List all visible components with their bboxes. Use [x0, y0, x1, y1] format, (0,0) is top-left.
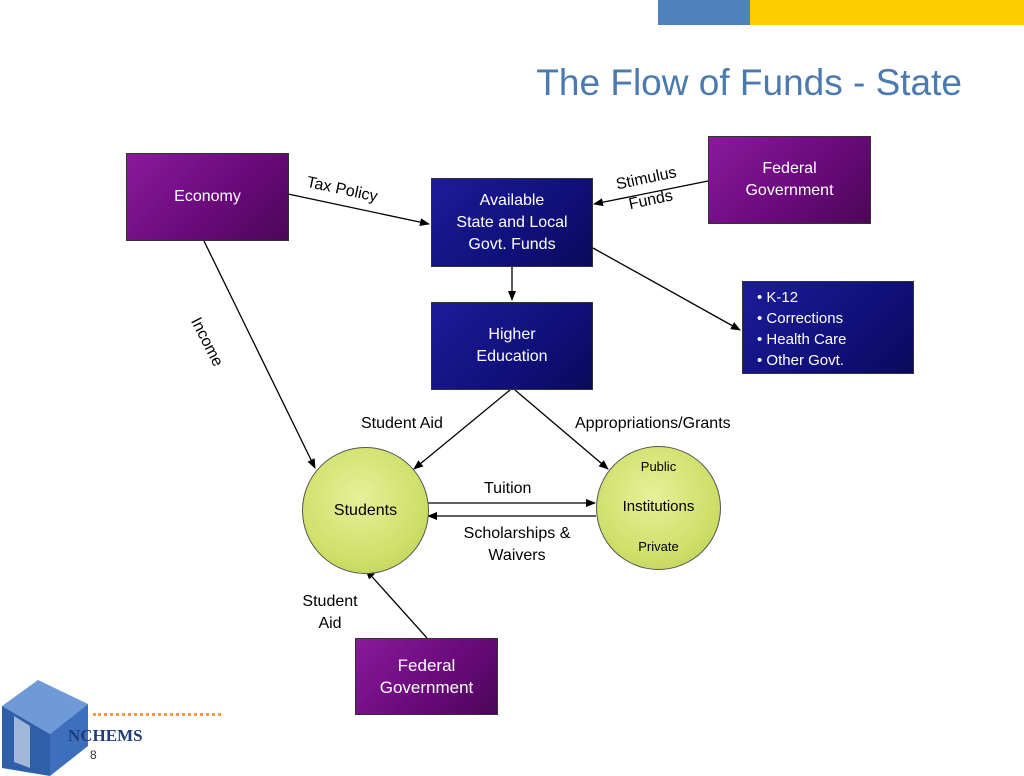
- federal-top-line1: Federal: [762, 160, 817, 177]
- available-line1: Available: [479, 191, 545, 209]
- student-aid-bottom-label: Student Aid: [296, 591, 364, 635]
- appropriations-label: Appropriations/Grants: [575, 415, 731, 432]
- institutions-label: Institutions: [622, 498, 695, 515]
- tuition-label: Tuition: [484, 480, 532, 497]
- available-funds-node: Available State and Local Govt. Funds: [431, 178, 593, 267]
- federal-top-line2: Government: [745, 182, 834, 199]
- arrow-to-other-uses: [592, 247, 741, 331]
- students-node: Students: [302, 447, 429, 574]
- economy-node: Economy: [126, 153, 289, 241]
- header-accent-yellow: [750, 0, 1024, 25]
- federal-government-top-node: Federal Government: [708, 136, 871, 224]
- footer-divider: [93, 713, 221, 716]
- higher-ed-line1: Higher: [488, 326, 536, 343]
- page-number: 8: [90, 748, 97, 762]
- other-uses-node: • K-12 • Corrections • Health Care • Oth…: [742, 281, 914, 374]
- scholarships-line1: Scholarships &: [463, 525, 571, 542]
- federal-government-bottom-node: Federal Government: [355, 638, 498, 715]
- arrow-tax-policy: [287, 193, 430, 227]
- other-use-item: • Health Care: [757, 331, 847, 348]
- student-aid-bottom-line2: Aid: [318, 615, 342, 632]
- available-line3: Govt. Funds: [468, 235, 556, 253]
- higher-education-node: Higher Education: [431, 302, 593, 390]
- arrow-student-aid-bottom: [365, 569, 428, 639]
- federal-bottom-line2: Government: [379, 677, 474, 697]
- slide-title: The Flow of Funds - State: [536, 62, 962, 103]
- federal-bottom-line1: Federal: [397, 655, 456, 675]
- institutions-node: Public Institutions Private: [596, 446, 721, 570]
- header-accent-blue: [658, 0, 750, 25]
- scholarships-line2: Waivers: [488, 547, 546, 564]
- arrow-stimulus: [593, 180, 709, 207]
- economy-label: Economy: [174, 188, 241, 205]
- arrow-student-aid-top: [413, 389, 511, 470]
- nchems-cube-icon: [2, 680, 88, 776]
- arrow-income: [203, 240, 316, 469]
- student-aid-top-label: Student Aid: [361, 415, 443, 432]
- higher-ed-line2: Education: [476, 348, 548, 365]
- student-aid-bottom-line1: Student: [302, 593, 358, 610]
- arrow-appropriations: [514, 389, 609, 470]
- students-label: Students: [333, 501, 398, 519]
- other-use-item: • Other Govt.: [757, 352, 844, 369]
- scholarships-label: Scholarships & Waivers: [455, 523, 579, 567]
- available-line2: State and Local: [456, 213, 568, 231]
- institutions-private: Private: [638, 539, 679, 554]
- institutions-public: Public: [640, 459, 677, 474]
- nchems-logo: NCHEMS: [68, 726, 143, 745]
- other-use-item: • Corrections: [757, 310, 844, 327]
- other-use-item: • K-12: [757, 289, 799, 306]
